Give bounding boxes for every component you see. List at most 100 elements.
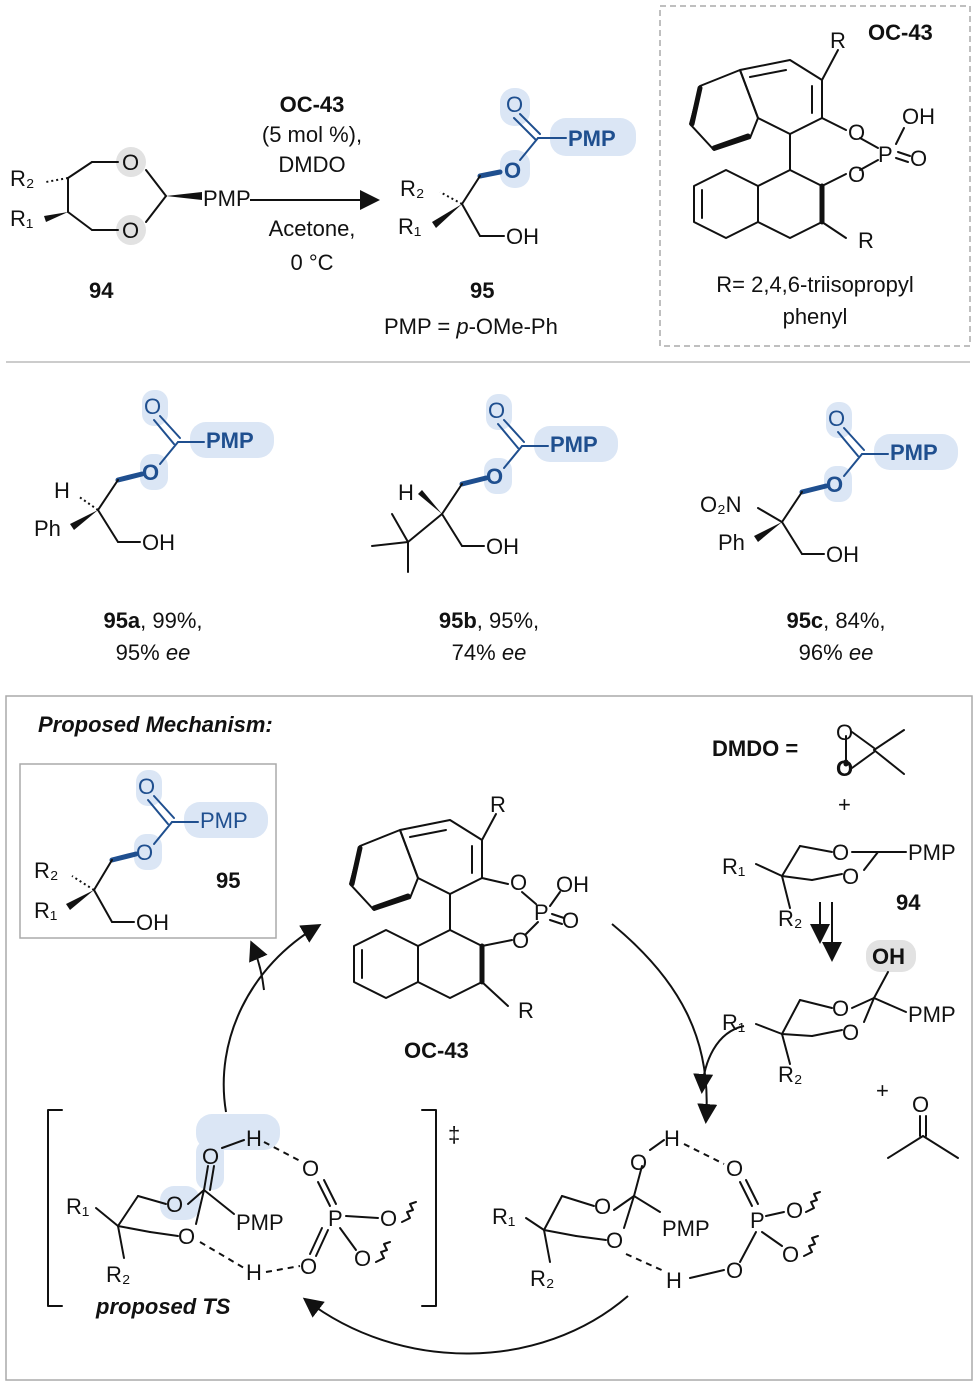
plus-sign: + xyxy=(876,1078,889,1103)
dmdo-label: DMDO = xyxy=(712,736,798,761)
cycle-arrow-bottom xyxy=(302,1295,629,1355)
atom-r1: R₁ xyxy=(398,214,421,239)
atom-o: O xyxy=(510,870,527,895)
atom-r: R xyxy=(830,28,846,53)
product-95-inset-structure: O PMP O R₂ R₁ OH 95 xyxy=(34,770,268,935)
atom-r: R xyxy=(858,228,874,253)
atom-o: O xyxy=(354,1246,371,1271)
atom-oh: OH xyxy=(142,530,175,555)
atom-pmp: PMP xyxy=(550,432,598,457)
atom-pmp: PMP xyxy=(908,1002,956,1027)
atom-h: H xyxy=(664,1126,680,1151)
atom-o: O xyxy=(848,120,865,145)
atom-ph: Ph xyxy=(718,530,745,555)
example-95b-result: 95b, 95%, xyxy=(439,608,539,633)
atom-pmp: PMP xyxy=(206,428,254,453)
example-95c-ee-value: 96% xyxy=(799,640,849,665)
atom-pmp: PMP xyxy=(662,1216,710,1241)
atom-h: H xyxy=(246,1126,262,1151)
atom-o: O xyxy=(122,150,139,175)
example-95b-label: 95b xyxy=(439,608,477,633)
atom-o: O xyxy=(142,460,159,485)
example-95a-ee-unit: ee xyxy=(166,640,190,665)
pmp-definition-suffix: -OMe-Ph xyxy=(469,314,558,339)
atom-o: O xyxy=(726,1156,743,1181)
inset-product-label: 95 xyxy=(216,868,240,893)
product-release-arrow xyxy=(249,940,268,991)
atom-oh: OH xyxy=(486,534,519,559)
atom-pmp: PMP xyxy=(908,840,956,865)
atom-ph: Ph xyxy=(34,516,61,541)
mechanism-box xyxy=(5,695,973,1381)
mechanism-substrate-label: 94 xyxy=(896,890,921,915)
atom-p: P xyxy=(534,900,549,925)
pmp-definition-italic: p xyxy=(455,314,468,339)
pmp-definition-prefix: PMP = xyxy=(384,314,456,339)
example-95a-label: 95a xyxy=(103,608,140,633)
atom-pmp: PMP xyxy=(200,808,248,833)
hydroxy-intermediate: OH R₁ O O PMP R₂ xyxy=(722,940,956,1087)
atom-oh: OH xyxy=(506,224,539,249)
atom-o: O xyxy=(488,398,505,423)
catalyst-name: OC-43 xyxy=(280,92,345,117)
r-definition-line1: R= 2,4,6-triisopropyl xyxy=(716,272,913,297)
atom-o: O xyxy=(842,1020,859,1045)
atom-o: O xyxy=(782,1242,799,1267)
atom-o: O xyxy=(910,146,927,171)
atom-o: O xyxy=(848,162,865,187)
transition-state: ‡ R₁ O O O H PMP R₂ O P O O O xyxy=(47,1109,460,1307)
solvent: Acetone, xyxy=(269,216,356,241)
example-95c: O PMP O O₂N Ph OH 95c, 84%, 96% ee xyxy=(700,402,958,665)
atom-o: O xyxy=(486,464,503,489)
example-95b-yield: , 95%, xyxy=(477,608,539,633)
atom-r1: R₁ xyxy=(66,1194,89,1219)
example-95a-ee-value: 95% xyxy=(116,640,166,665)
atom-r2: R₂ xyxy=(400,176,424,201)
atom-r: R xyxy=(490,792,506,817)
atom-h: H xyxy=(666,1268,682,1293)
example-95c-yield: , 84%, xyxy=(823,608,885,633)
ts-label: proposed TS xyxy=(95,1294,231,1319)
atom-h: H xyxy=(246,1260,262,1285)
dmdo-structure: O O xyxy=(836,720,905,781)
atom-oh: OH xyxy=(902,104,935,129)
oxidant-dmdo: DMDO xyxy=(278,152,345,177)
oc43-structure-mechanism: R O P OH O O R xyxy=(349,792,589,1023)
product-95-label: 95 xyxy=(470,278,494,303)
example-95c-ee: 96% ee xyxy=(799,640,874,665)
atom-r2: R₂ xyxy=(34,858,58,883)
catalyst-box-title: OC-43 xyxy=(868,20,933,45)
example-95b-ee: 74% ee xyxy=(452,640,527,665)
atom-r1: R₁ xyxy=(722,1010,745,1035)
example-95a-yield: , 99%, xyxy=(140,608,202,633)
atom-o: O xyxy=(136,840,153,865)
atom-o: O xyxy=(826,472,843,497)
catalyst-box xyxy=(659,5,971,347)
pmp-definition: PMP = p-OMe-Ph xyxy=(384,314,558,339)
atom-oh: OH xyxy=(826,542,859,567)
example-95c-result: 95c, 84%, xyxy=(786,608,885,633)
top-reaction: O O PMP R₂ R₁ 94 OC-43 (5 mol %), DMDO A… xyxy=(10,5,971,347)
atom-r2: R₂ xyxy=(778,906,802,931)
atom-o: O xyxy=(832,996,849,1021)
mechanism-title: Proposed Mechanism: xyxy=(38,712,273,737)
atom-o: O xyxy=(504,158,521,183)
r-definition-line2: phenyl xyxy=(783,304,848,329)
atom-o: O xyxy=(836,720,853,745)
substrate-entry-arrow xyxy=(693,1025,745,1094)
hbond-complex: R₁ O O O H PMP R₂ O P O O H O xyxy=(492,1126,821,1293)
product-95-inset xyxy=(19,763,277,939)
product-95-structure: O PMP O R₂ R₁ OH xyxy=(398,88,636,249)
atom-o: O xyxy=(562,908,579,933)
atom-o: O xyxy=(166,1192,183,1217)
atom-o: O xyxy=(726,1258,743,1283)
atom-pmp: PMP xyxy=(890,440,938,465)
atom-oh: OH xyxy=(872,944,905,969)
atom-o: O xyxy=(300,1254,317,1279)
example-95b-ee-value: 74% xyxy=(452,640,502,665)
example-95b: O PMP O H OH 95b, 95%, 74% ee xyxy=(371,394,618,665)
atom-r: R xyxy=(518,998,534,1023)
example-95a-result: 95a, 99%, xyxy=(103,608,202,633)
atom-r1: R₁ xyxy=(722,854,745,879)
